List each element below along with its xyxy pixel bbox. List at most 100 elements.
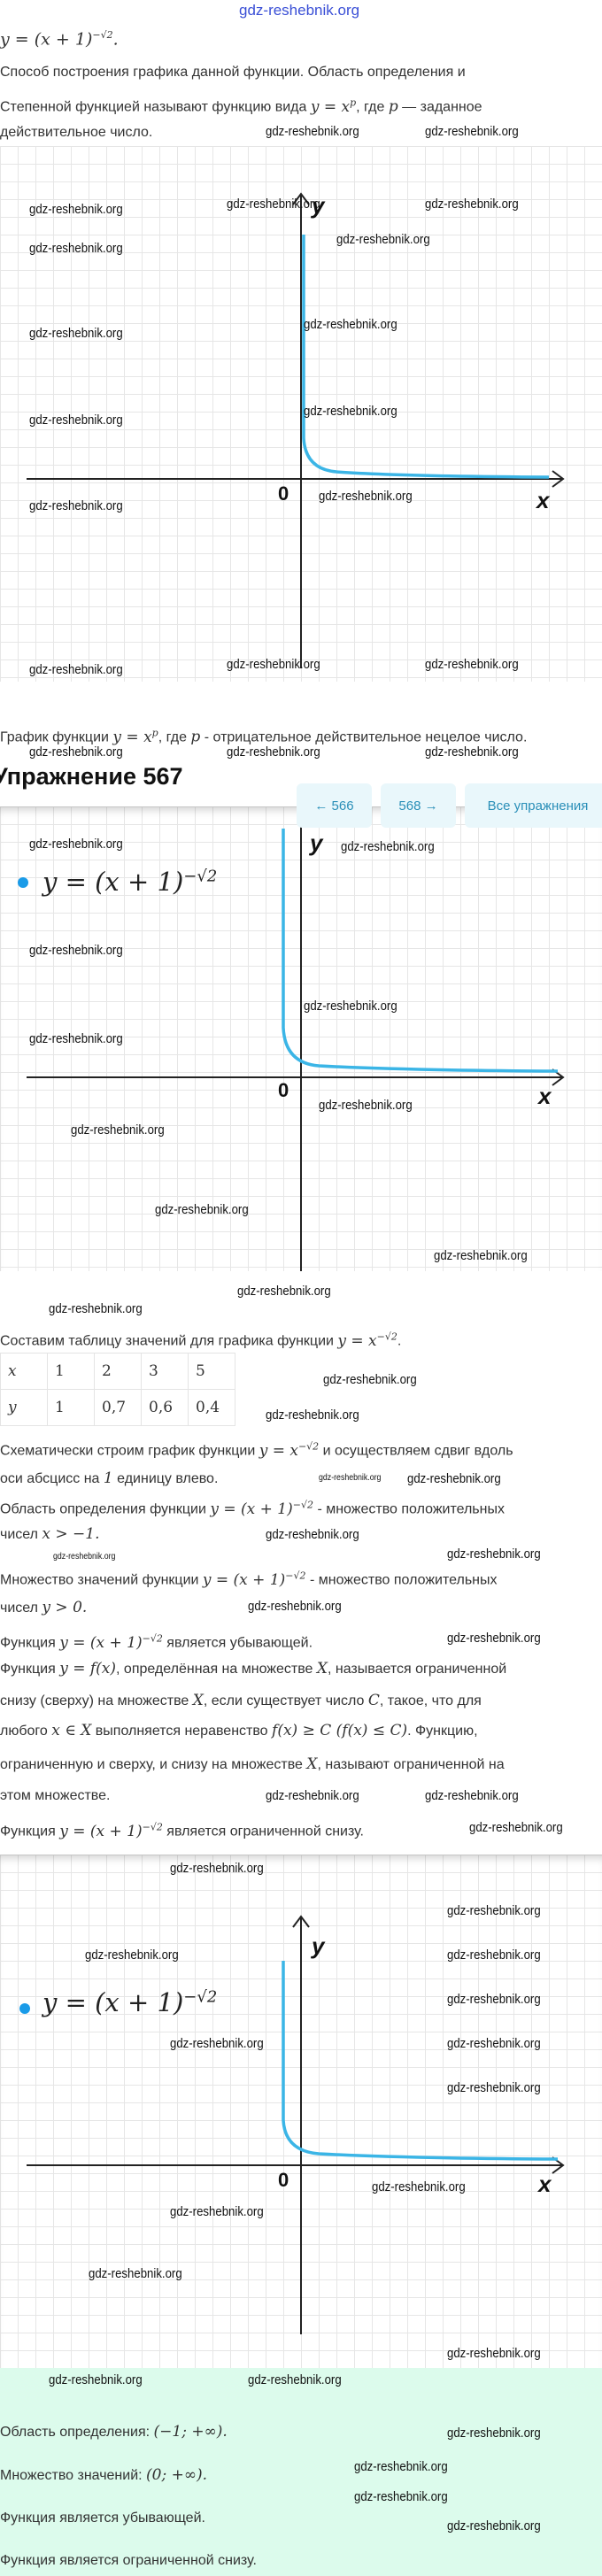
values-table: x 1 2 3 5 y 1 0,7 0,6 0,4	[0, 1353, 235, 1426]
text: Множество значений функции	[0, 1572, 203, 1588]
watermark: gdz-reshebnik.org	[319, 1473, 382, 1483]
range-line-1: Множество значений функции y = (x + 1)−√…	[0, 1567, 498, 1590]
watermark: gdz-reshebnik.org	[227, 744, 320, 760]
text: Схематически строим график функции	[0, 1443, 259, 1459]
text: Степенной функцией называют функцию вида	[0, 99, 311, 115]
all-exercises-button[interactable]: Все упражнения	[465, 783, 602, 828]
table-cell: 5	[188, 1353, 235, 1390]
math-exp: −√2	[142, 1632, 163, 1644]
legend-dot-icon	[19, 2003, 30, 2014]
math: y = (x + 1)−√2	[203, 1570, 306, 1589]
y-axis-arrow-icon	[292, 1915, 310, 1928]
y-axis-arrow-icon	[292, 192, 310, 205]
table-header-y: y	[0, 1389, 48, 1426]
y-axis-label: y	[310, 829, 323, 856]
definition-line-3: любого x ∈ X выполняется неравенство f(x…	[0, 1722, 478, 1740]
x-axis-arrow-icon	[552, 470, 565, 488]
text: выполняется неравенство	[91, 1724, 273, 1739]
watermark: gdz-reshebnik.org	[341, 839, 435, 854]
next-exercise-button[interactable]: 568 →	[381, 783, 456, 828]
text: , называют ограниченной на	[317, 1757, 505, 1772]
table-cell: 1	[47, 1389, 95, 1426]
legend-formula: y = (x + 1)−√2	[42, 867, 217, 897]
text: .	[397, 1333, 402, 1349]
watermark: gdz-reshebnik.org	[425, 744, 519, 760]
text: , где	[158, 729, 191, 745]
function-curve	[302, 235, 550, 479]
watermark: gdz-reshebnik.org	[29, 241, 123, 256]
watermark: gdz-reshebnik.org	[407, 1471, 501, 1486]
watermark: gdz-reshebnik.org	[425, 1788, 519, 1803]
math: y = x−√2	[337, 1330, 397, 1350]
text: — заданное	[397, 99, 482, 115]
prev-exercise-button[interactable]: ← 566	[297, 783, 372, 828]
watermark: gdz-reshebnik.org	[237, 1284, 331, 1299]
function-curve	[282, 1961, 559, 2161]
answer-range: Множество значений: (0; +∞).	[0, 2466, 207, 2485]
legend-base: y = (x + 1)	[42, 867, 184, 897]
watermark: gdz-reshebnik.org	[266, 1408, 359, 1423]
watermark: gdz-reshebnik.org	[170, 1861, 264, 1876]
watermark: gdz-reshebnik.org	[248, 1599, 342, 1614]
graph-3-svg	[27, 1915, 565, 2334]
table-cell: 2	[94, 1353, 142, 1390]
watermark: gdz-reshebnik.org	[425, 657, 519, 672]
watermark: gdz-reshebnik.org	[304, 999, 397, 1014]
math-exp: p	[151, 727, 158, 738]
math-base: y = x	[259, 1441, 298, 1460]
domain-line-1: Область определения функции y = (x + 1)−…	[0, 1496, 505, 1519]
table-intro: Составим таблицу значений для графика фу…	[0, 1328, 401, 1351]
text: , где	[356, 99, 389, 115]
math: y = (x + 1)−√2	[59, 1632, 163, 1652]
math: y = xp	[311, 96, 356, 116]
table-cell: 0,6	[141, 1389, 189, 1426]
watermark: gdz-reshebnik.org	[71, 1122, 165, 1138]
text: Область определения:	[0, 2425, 154, 2440]
watermark: gdz-reshebnik.org	[266, 124, 359, 139]
math: X	[306, 1755, 318, 1773]
math-base: y = (x + 1)	[59, 1822, 143, 1840]
graph-power-function: y x 0	[0, 146, 602, 682]
watermark: gdz-reshebnik.org	[170, 2204, 264, 2219]
watermark: gdz-reshebnik.org	[469, 1820, 563, 1835]
text: и осуществляем сдвиг вдоль	[319, 1443, 513, 1459]
text: Функция	[0, 1635, 60, 1651]
watermark: gdz-reshebnik.org	[227, 657, 320, 672]
y-axis-label: y	[312, 192, 325, 219]
answer-block: Область определения: (−1; +∞). Множество…	[0, 2368, 602, 2576]
watermark: gdz-reshebnik.org	[447, 1631, 541, 1646]
math: f(x) ≥ C (f(x) ≤ C)	[272, 1722, 408, 1739]
math: x > −1.	[42, 1525, 100, 1543]
watermark: gdz-reshebnik.org	[447, 1546, 541, 1562]
text: чисел	[0, 1527, 42, 1542]
text: , называется ограниченной	[327, 1662, 507, 1677]
watermark: gdz-reshebnik.org	[49, 2372, 143, 2387]
watermark: gdz-reshebnik.org	[354, 2489, 448, 2504]
text: Область определения функции	[0, 1501, 211, 1517]
watermark: gdz-reshebnik.org	[29, 662, 123, 677]
formula-exponent: −√2	[92, 29, 113, 41]
watermark: gdz-reshebnik.org	[372, 2179, 466, 2194]
intro-line-1: Способ построения графика данной функции…	[0, 65, 466, 80]
math-exp: −√2	[292, 1499, 313, 1510]
watermark: gdz-reshebnik.org	[29, 498, 123, 513]
function-curve	[282, 829, 559, 1073]
decreasing-line: Функция y = (x + 1)−√2 является убывающе…	[0, 1630, 313, 1653]
origin-label: 0	[278, 1079, 289, 1101]
math: y = x−√2	[259, 1440, 320, 1460]
graph-solution: y x 0 y = (x + 1)−√2	[0, 806, 602, 1271]
math-exp: −√2	[297, 1440, 320, 1452]
text: единицу влево.	[112, 1471, 219, 1486]
watermark: gdz-reshebnik.org	[53, 1552, 116, 1562]
schematic-line-1: Схематически строим график функции y = x…	[0, 1438, 513, 1461]
watermark: gdz-reshebnik.org	[155, 1202, 249, 1217]
text: чисел	[0, 1600, 42, 1616]
math: X	[316, 1660, 328, 1677]
legend-formula: y = (x + 1)−√2	[42, 1987, 217, 2017]
intro-line-3: действительное число.	[0, 125, 153, 140]
text: Множество значений:	[0, 2468, 147, 2483]
watermark: gdz-reshebnik.org	[29, 744, 123, 760]
math-p: p	[190, 728, 201, 746]
legend-base: y = (x + 1)	[42, 1987, 184, 2017]
math: C	[367, 1692, 380, 1709]
